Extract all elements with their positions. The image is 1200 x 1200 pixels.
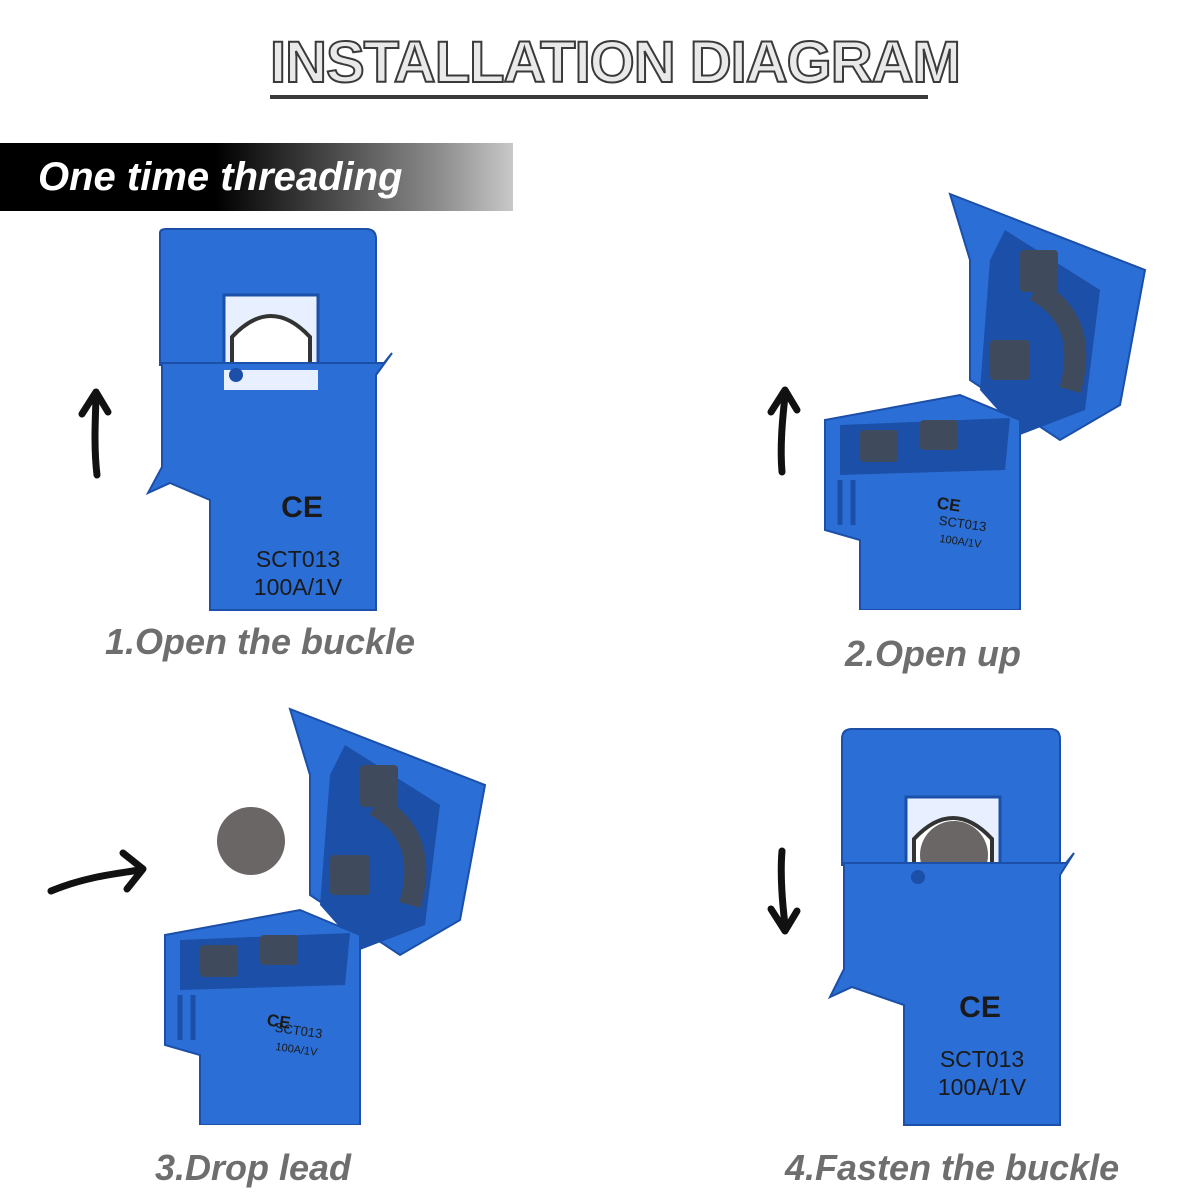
banner: One time threading: [0, 143, 513, 211]
sensor-rating: 100A/1V: [275, 1041, 319, 1059]
sensor-closed-step-1: CE SCT013 100A/1V: [140, 225, 400, 625]
step-2-label: 2.Open up: [845, 633, 1022, 674]
sensor-open-step-3: CE SCT013 100A/1V: [160, 705, 490, 1125]
title-underline: [270, 95, 928, 99]
diagram-title: INSTALLATION DIAGRAM: [269, 29, 962, 96]
sensor-rating: 100A/1V: [938, 1074, 1027, 1100]
step-1-label: 1.Open the buckle: [105, 621, 416, 662]
step-2-arrow-up-icon: [760, 378, 810, 478]
step-4-arrow-down-icon: [760, 845, 810, 945]
banner-text: One time threading: [38, 155, 403, 199]
sensor-closed-step-4: CE SCT013 100A/1V: [822, 725, 1082, 1145]
step-3-label: 3.Drop lead: [155, 1147, 352, 1188]
sensor-ce-mark: CE: [936, 494, 962, 516]
sensor-ce-mark: CE: [266, 1011, 292, 1033]
sensor-model: SCT013: [940, 1046, 1024, 1072]
sensor-ce-mark: CE: [281, 491, 323, 524]
sensor-ce-mark: CE: [959, 991, 1001, 1024]
step-3-arrow-right-icon: [45, 845, 155, 905]
sensor-model: SCT013: [256, 546, 340, 572]
sensor-open-step-2: CE SCT013 100A/1V: [820, 190, 1150, 610]
sensor-rating: 100A/1V: [939, 533, 983, 551]
sensor-rating: 100A/1V: [254, 574, 343, 600]
sensor-model: SCT013: [938, 513, 987, 534]
step-4-label: 4.Fasten the buckle: [785, 1147, 1120, 1188]
step-1-arrow-up-icon: [70, 380, 120, 480]
lead-cable: [215, 805, 287, 877]
sensor-model: SCT013: [274, 1020, 323, 1041]
